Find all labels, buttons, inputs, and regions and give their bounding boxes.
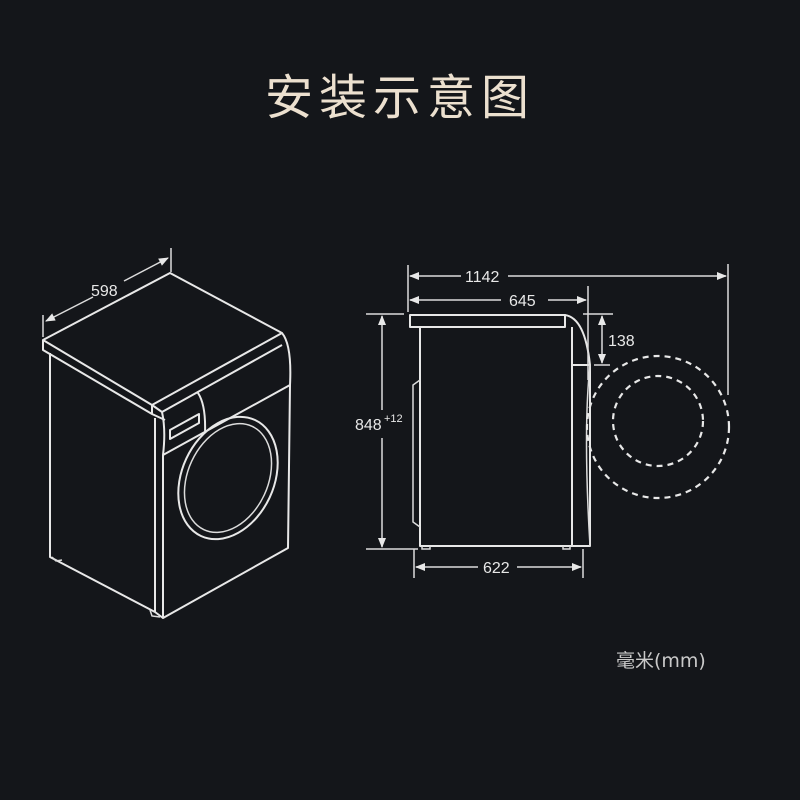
unit-label: 毫米(mm) bbox=[616, 650, 706, 672]
side-door-profile bbox=[585, 364, 591, 547]
washer-top-face bbox=[42, 272, 283, 406]
washer-display-window bbox=[169, 413, 200, 440]
height-label: 848 bbox=[355, 417, 382, 434]
washer-door-inner bbox=[183, 422, 273, 534]
width-label: 598 bbox=[91, 283, 118, 300]
washer-feet bbox=[51, 556, 161, 618]
isometric-washer: 598 bbox=[42, 248, 292, 619]
depth-label: 645 bbox=[509, 293, 536, 310]
side-view-washer: 1142 645 138 848 +12 622 bbox=[355, 264, 731, 578]
washer-control-panel bbox=[151, 344, 291, 456]
width-dimension-line bbox=[45, 296, 94, 322]
door-swing-inner bbox=[611, 374, 705, 468]
washer-front-top-curve bbox=[281, 332, 292, 386]
total-depth-label: 1142 bbox=[465, 269, 500, 286]
page-title: 安装示意图 bbox=[264, 70, 535, 126]
height-tolerance-label: +12 bbox=[384, 413, 403, 425]
body-depth-extension-lines bbox=[413, 549, 584, 578]
side-body bbox=[419, 327, 573, 547]
height-extension-lines bbox=[366, 313, 418, 550]
door-swing-outer bbox=[585, 354, 731, 500]
side-feet bbox=[421, 546, 571, 550]
body-depth-label: 622 bbox=[483, 560, 510, 577]
washer-front-face bbox=[162, 384, 291, 619]
total-depth-extension-lines bbox=[407, 264, 729, 395]
side-back-bracket bbox=[412, 379, 421, 528]
washer-left-side bbox=[49, 353, 164, 619]
panel-height-extension-lines bbox=[583, 313, 613, 366]
width-extension-lines bbox=[42, 248, 172, 337]
panel-height-label: 138 bbox=[608, 333, 635, 350]
side-top-slab bbox=[409, 314, 566, 328]
washer-door-outer bbox=[177, 415, 279, 541]
